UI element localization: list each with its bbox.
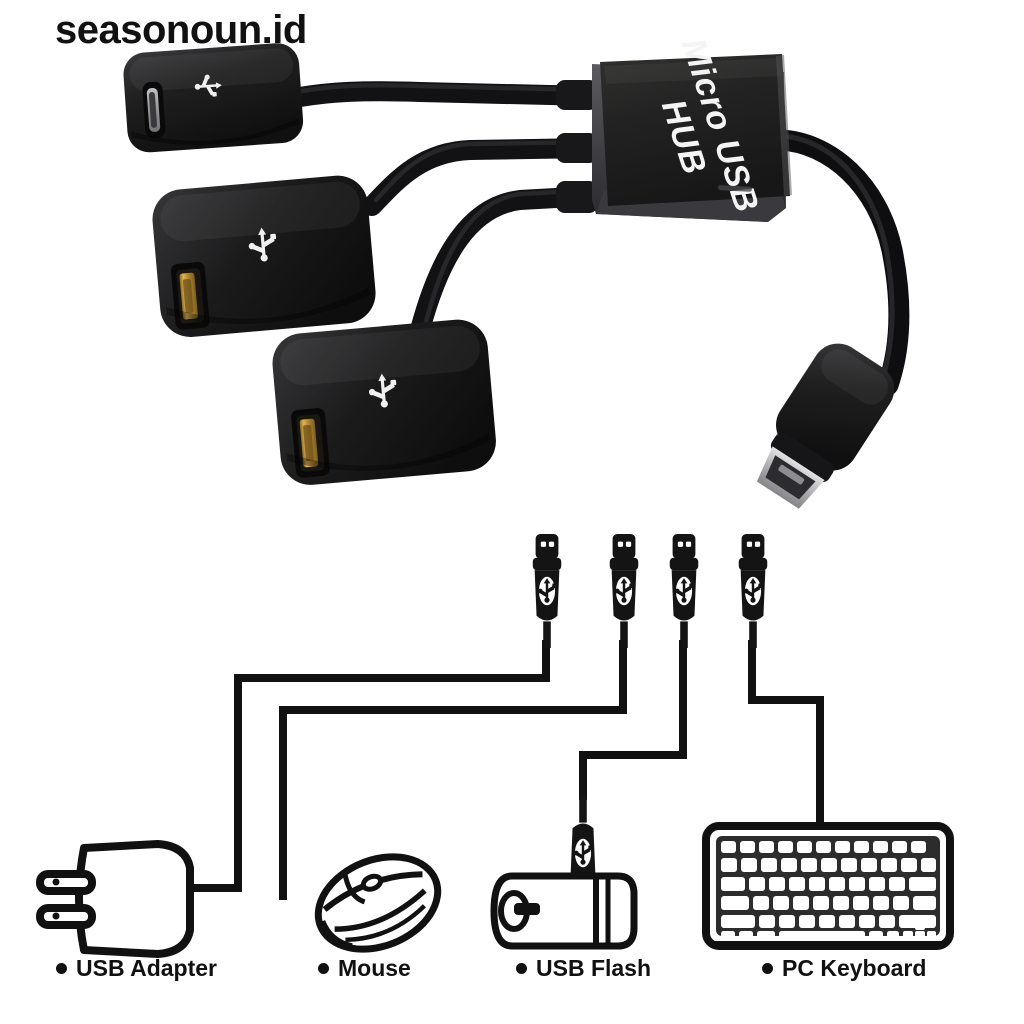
micro-usb-male-plug xyxy=(756,343,895,509)
caption-usb-flash: USB Flash xyxy=(516,955,651,982)
diagram-usb-plugs xyxy=(532,534,768,648)
cable-to-mouse xyxy=(279,640,627,900)
diagram-cable-routes xyxy=(186,640,824,900)
bullet-icon xyxy=(56,963,67,974)
cable-to-pc-keyboard xyxy=(748,640,824,826)
caption-label: USB Flash xyxy=(536,955,652,981)
usb-flash-icon xyxy=(490,796,638,950)
usb-plug-4 xyxy=(738,534,768,648)
usb-plug-1 xyxy=(532,534,562,648)
micro-usb-power-port xyxy=(123,43,304,153)
cable-to-usb-flash xyxy=(579,640,687,800)
caption-pc-keyboard: PC Keyboard xyxy=(762,955,926,982)
caption-label: PC Keyboard xyxy=(782,955,927,981)
usb-a-port-lower xyxy=(272,319,496,485)
hub-cables xyxy=(290,81,602,340)
site-watermark: seasonoun.id xyxy=(55,8,307,52)
bullet-icon xyxy=(516,963,527,974)
usb-plug-2 xyxy=(609,534,639,648)
keyboard-icon xyxy=(702,822,954,950)
device-caption-row: USB Adapter Mouse USB Flash PC Keyboard xyxy=(0,955,1024,995)
cable-strain-reliefs xyxy=(556,80,598,213)
cable-to-usb-adapter xyxy=(186,640,550,892)
usb-a-port-upper xyxy=(152,175,376,337)
bullet-icon xyxy=(318,963,329,974)
hub-body: Micro USB HUB xyxy=(592,34,792,222)
caption-mouse: Mouse xyxy=(318,955,411,982)
caption-label: Mouse xyxy=(338,955,411,981)
caption-label: USB Adapter xyxy=(76,955,217,981)
mouse-icon xyxy=(314,853,442,953)
output-cable xyxy=(769,129,910,396)
caption-usb-adapter: USB Adapter xyxy=(56,955,217,982)
bullet-icon xyxy=(762,963,773,974)
usb-plug-3 xyxy=(669,534,699,648)
usb-adapter-icon xyxy=(36,840,194,958)
